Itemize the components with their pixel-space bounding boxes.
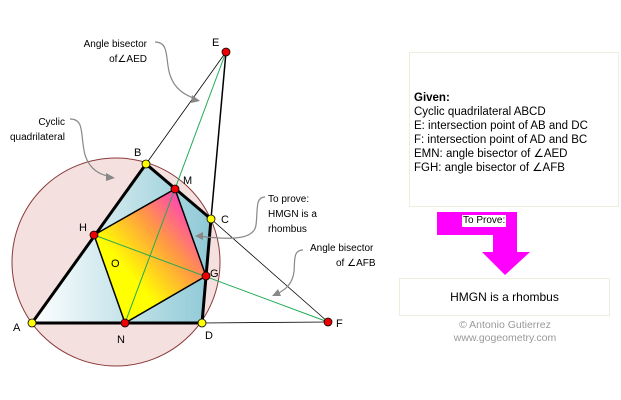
credit-site[interactable]: www.gogeometry.com (453, 332, 557, 344)
line-cf (210, 218, 329, 323)
given-line: Cyclic quadrilateral ABCD (414, 106, 546, 118)
given-line: E: intersection point of AB and DC (414, 120, 588, 132)
callout-arrows (69, 41, 304, 296)
point-c (206, 214, 216, 224)
callout-bisector-afb-1: Angle bisector (310, 243, 374, 254)
callout-cyclic-1: Cyclic (38, 117, 65, 128)
point-d (197, 318, 207, 328)
bisector-fgh (93, 234, 329, 323)
given-box: Given: Cyclic quadrilateral ABCD E: inte… (409, 52, 619, 207)
line-ce (210, 51, 227, 220)
to-prove-arrow (437, 212, 530, 275)
label-d: D (205, 330, 213, 342)
label-m: M (183, 175, 192, 187)
callout-to-prove-1: To prove: (268, 194, 309, 205)
credit-author: © Antonio Gutierrez (459, 319, 551, 331)
callout-bisector-afb-2: of ∠AFB (336, 258, 376, 269)
callout-to-prove-2: HMGN is a (268, 209, 317, 220)
label-f: F (336, 318, 343, 330)
given-line: EMN: angle bisector of ∠AED (414, 148, 568, 160)
line-df (201, 321, 329, 324)
result-box: HMGN is a rhombus (399, 278, 610, 316)
point-h (89, 230, 99, 240)
callout-bisector-aed-2: of∠AED (109, 54, 147, 65)
point-g (201, 271, 211, 281)
given-line: F: intersection point of AD and BC (414, 134, 588, 146)
label-c: C (221, 214, 229, 226)
line-be (145, 51, 227, 165)
label-b: B (134, 147, 141, 159)
label-e: E (212, 37, 219, 49)
label-o: O (111, 258, 120, 270)
point-m (170, 184, 180, 194)
label-g: G (210, 268, 219, 280)
callout-bisector-aed-1: Angle bisector (84, 39, 148, 50)
point-f (323, 317, 333, 327)
callout-arrowheads (106, 95, 281, 296)
point-e (221, 47, 231, 57)
label-h: H (79, 222, 87, 234)
label-n: N (117, 334, 125, 346)
callout-cyclic-2: quadrilateral (10, 132, 65, 143)
to-prove-label: To Prove: (462, 215, 507, 227)
given-title: Given: (414, 92, 450, 104)
label-a: A (13, 322, 21, 334)
given-line: FGH: angle bisector of ∠AFB (414, 162, 565, 174)
point-n (120, 318, 130, 328)
point-a (27, 318, 37, 328)
point-b (141, 159, 151, 169)
callout-to-prove-3: rhombus (268, 224, 307, 235)
